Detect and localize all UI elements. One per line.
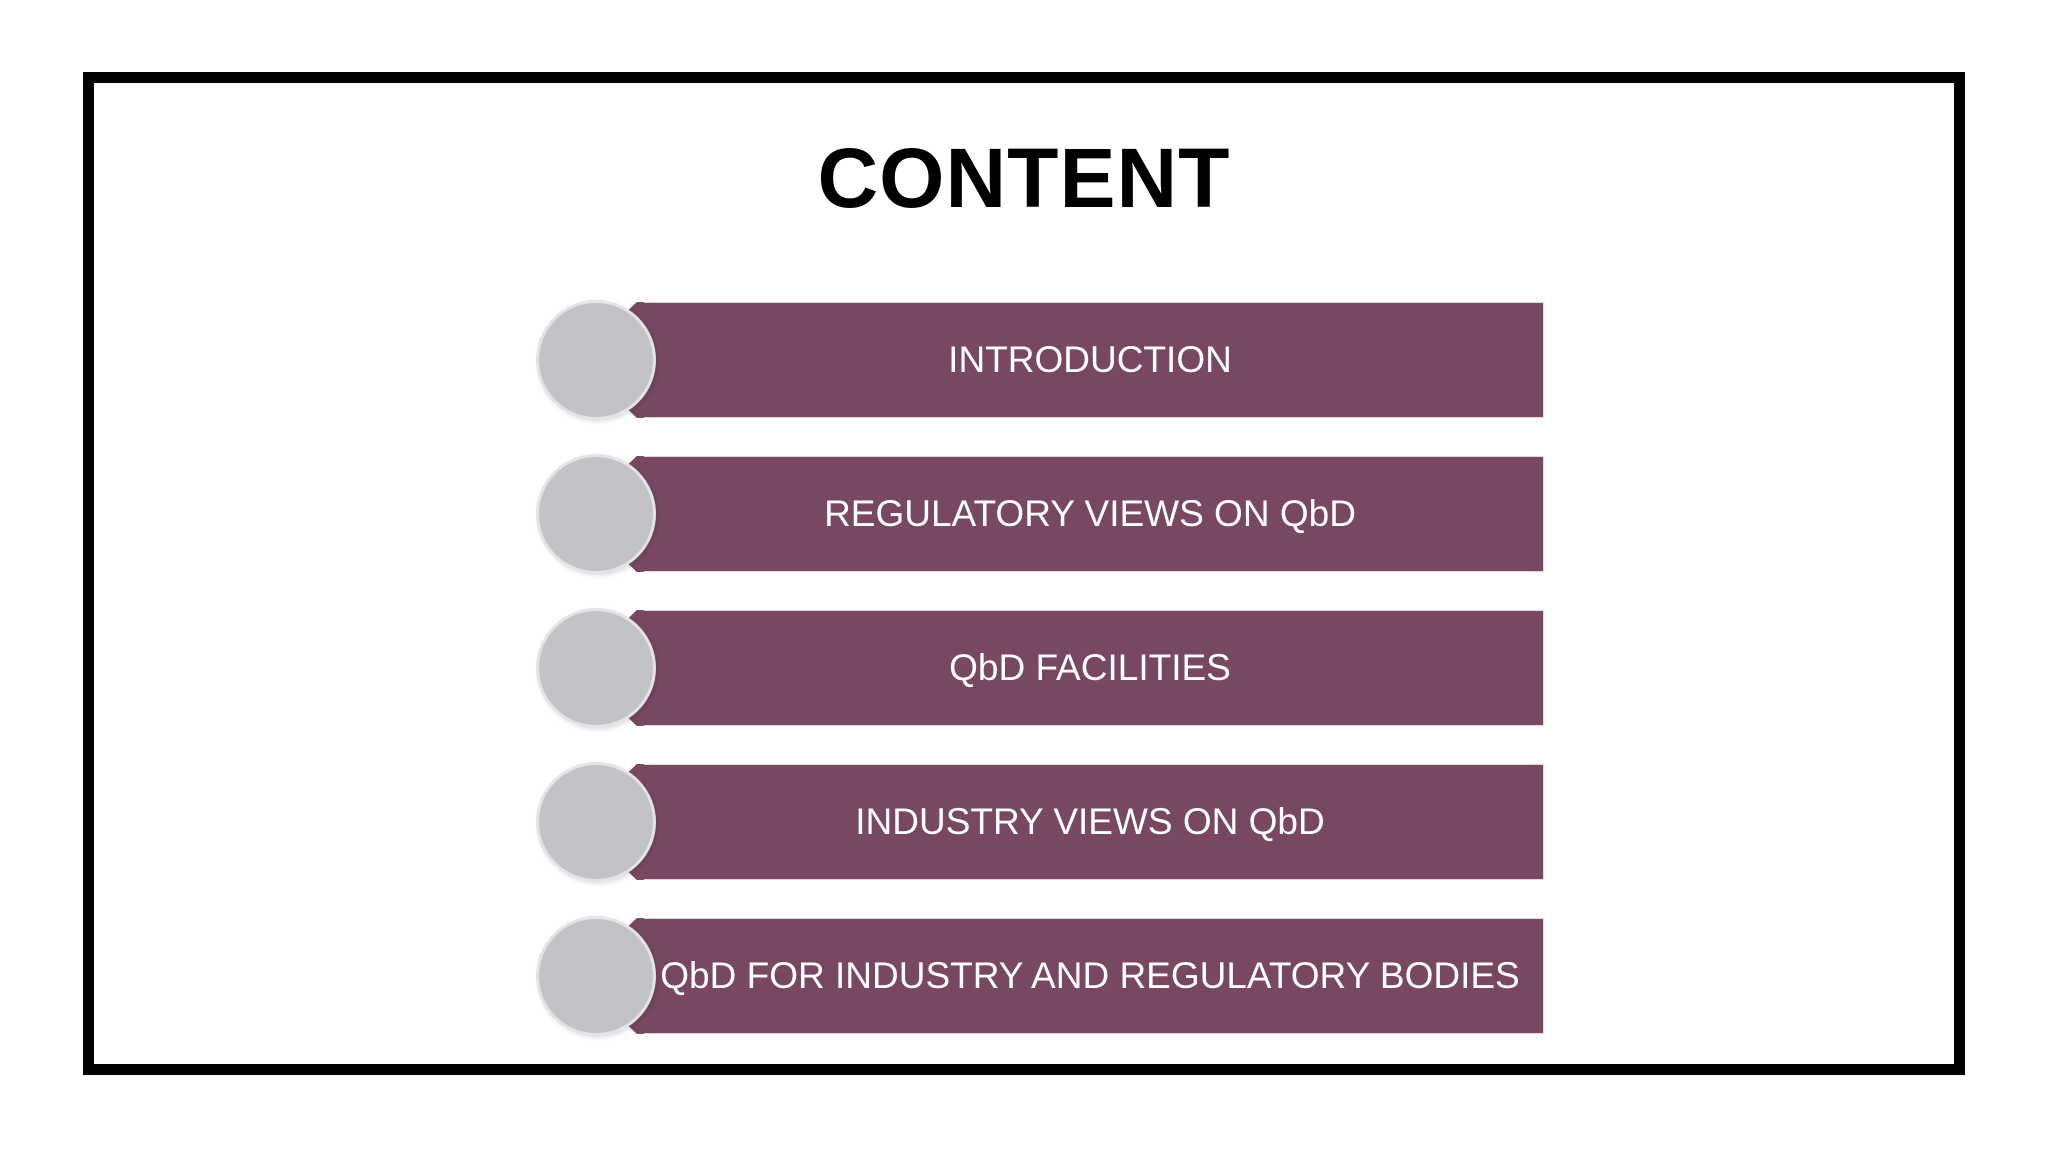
agenda-bar: INTRODUCTION [636,302,1544,418]
agenda-circle [536,916,656,1036]
slide-frame [83,72,1965,1075]
agenda-item-industry-and-regulatory: QbD FOR INDUSTRY AND REGULATORY BODIES [536,916,1544,1036]
agenda-circle [536,608,656,728]
slide-title: CONTENT [817,131,1231,225]
agenda-label: QbD FOR INDUSTRY AND REGULATORY BODIES [660,955,1520,996]
agenda-label: QbD FACILITIES [949,647,1231,688]
agenda-circle [536,454,656,574]
agenda-item-introduction: INTRODUCTION [536,300,1544,420]
agenda-circle [536,300,656,420]
agenda-item-qbd-facilities: QbD FACILITIES [536,608,1544,728]
agenda-item-regulatory-views: REGULATORY VIEWS ON QbD [536,454,1544,574]
agenda-bar: QbD FACILITIES [636,610,1544,726]
agenda-item-industry-views: INDUSTRY VIEWS ON QbD [536,762,1544,882]
agenda-bar: REGULATORY VIEWS ON QbD [636,456,1544,572]
agenda-label: INTRODUCTION [948,339,1232,380]
agenda-bar: QbD FOR INDUSTRY AND REGULATORY BODIES [636,918,1544,1034]
agenda-bar: INDUSTRY VIEWS ON QbD [636,764,1544,880]
agenda-label: REGULATORY VIEWS ON QbD [824,493,1356,534]
agenda-label: INDUSTRY VIEWS ON QbD [855,801,1325,842]
agenda-circle [536,762,656,882]
